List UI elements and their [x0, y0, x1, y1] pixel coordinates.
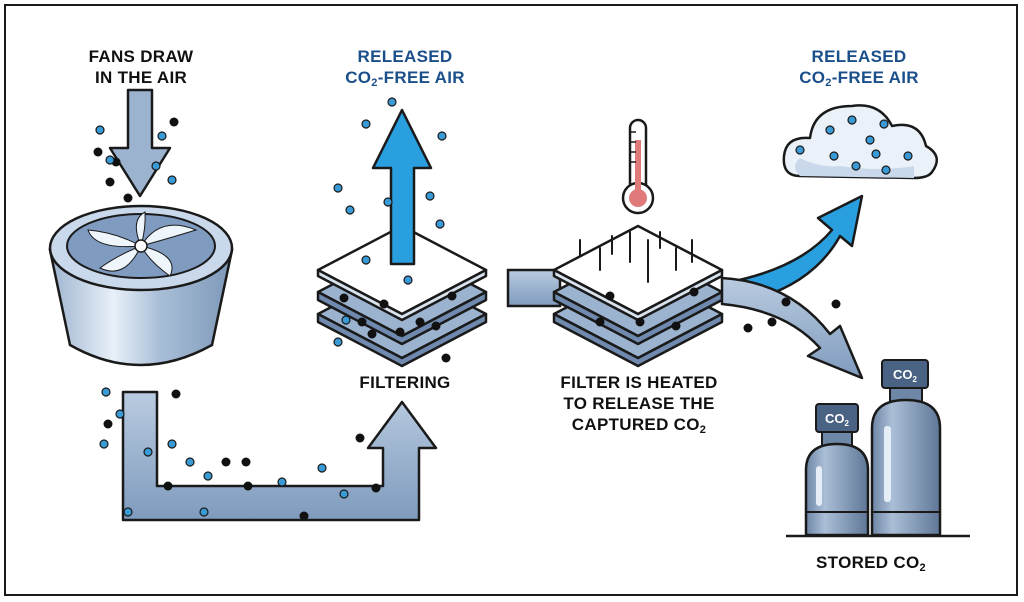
co2-particle	[415, 317, 425, 327]
co2-particle	[171, 389, 181, 399]
thermometer-icon	[621, 118, 655, 215]
heated-filter-label: FILTER IS HEATED TO RELEASE THE CAPTURED…	[560, 373, 718, 436]
air-particle	[333, 337, 343, 347]
air-particle	[435, 219, 445, 229]
air-particles	[95, 97, 913, 517]
air-particle	[795, 145, 805, 155]
co2-particle	[367, 329, 377, 339]
air-particle	[829, 151, 839, 161]
co2-pipe-arrow	[720, 276, 864, 380]
co2-particle	[595, 317, 605, 327]
air-particle	[199, 507, 209, 517]
air-particle	[881, 165, 891, 175]
air-particle	[151, 161, 161, 171]
air-particle	[865, 135, 875, 145]
fans-label: FANS DRAW IN THE AIR	[88, 47, 194, 87]
co2-particle	[447, 291, 457, 301]
co2-particle	[241, 457, 251, 467]
air-particle	[157, 131, 167, 141]
co2-particle	[395, 327, 405, 337]
air-particle	[123, 507, 133, 517]
air-particle	[361, 255, 371, 265]
air-particle	[383, 197, 393, 207]
co2-particle	[357, 317, 367, 327]
tank-big-label: CO2	[893, 367, 918, 384]
air-particle	[361, 119, 371, 129]
heated-filter-stack-icon	[552, 224, 724, 368]
filtering-label: FILTERING	[359, 373, 451, 392]
co2-particle	[221, 457, 231, 467]
released-air-arrow-left	[371, 108, 433, 266]
air-particle	[101, 387, 111, 397]
co2-particle	[355, 433, 365, 443]
fan-icon	[48, 204, 234, 367]
filter-stack-icon	[316, 224, 488, 368]
air-particle	[871, 149, 881, 159]
co2-particle	[103, 419, 113, 429]
co2-particle	[743, 323, 753, 333]
air-particle	[879, 119, 889, 129]
air-particle	[277, 477, 287, 487]
air-particle	[115, 409, 125, 419]
air-particle	[167, 175, 177, 185]
co2-particle	[243, 481, 253, 491]
co2-particle	[169, 117, 179, 127]
diagram-frame	[4, 4, 1018, 596]
air-particle	[403, 275, 413, 285]
inlet-pipe	[506, 268, 562, 308]
co2-particle	[299, 511, 309, 521]
air-particle	[105, 155, 115, 165]
co2-particle	[441, 353, 451, 363]
air-particle	[425, 191, 435, 201]
air-particle	[203, 471, 213, 481]
released-air-label-right: RELEASED CO2-FREE AIR	[799, 47, 919, 89]
air-particle	[345, 205, 355, 215]
co2-particle	[671, 321, 681, 331]
co2-particle	[689, 287, 699, 297]
air-particle	[339, 489, 349, 499]
air-particle	[825, 125, 835, 135]
duct-pipe	[121, 390, 438, 522]
air-particle	[341, 315, 351, 325]
co2-particle	[431, 321, 441, 331]
co2-particle	[93, 147, 103, 157]
heat-lines	[579, 231, 693, 283]
co2-particle	[371, 483, 381, 493]
co2-particle	[339, 293, 349, 303]
co2-tank-icon	[786, 359, 970, 538]
air-particle	[185, 457, 195, 467]
co2-particle	[379, 299, 389, 309]
air-particle	[143, 447, 153, 457]
air-particle	[95, 125, 105, 135]
co2-particle	[831, 299, 841, 309]
air-particle	[167, 439, 177, 449]
co2-particle	[105, 177, 115, 187]
co2-particle	[781, 297, 791, 307]
co2-particle	[123, 193, 133, 203]
air-particle	[851, 161, 861, 171]
co2-particle	[767, 317, 777, 327]
co2-particle	[605, 291, 615, 301]
air-particle	[903, 151, 913, 161]
co2-particle	[635, 317, 645, 327]
released-air-label-left: RELEASED CO2-FREE AIR	[345, 47, 465, 89]
co2-particles	[93, 117, 841, 521]
intake-arrow	[108, 88, 172, 198]
air-particle	[387, 97, 397, 107]
air-particle	[333, 183, 343, 193]
air-particle	[317, 463, 327, 473]
air-particle	[437, 131, 447, 141]
air-particle	[99, 439, 109, 449]
air-particle	[847, 115, 857, 125]
stored-co2-label: STORED CO2	[816, 553, 926, 574]
tank-small-label: CO2	[825, 411, 850, 428]
co2-particle	[163, 481, 173, 491]
